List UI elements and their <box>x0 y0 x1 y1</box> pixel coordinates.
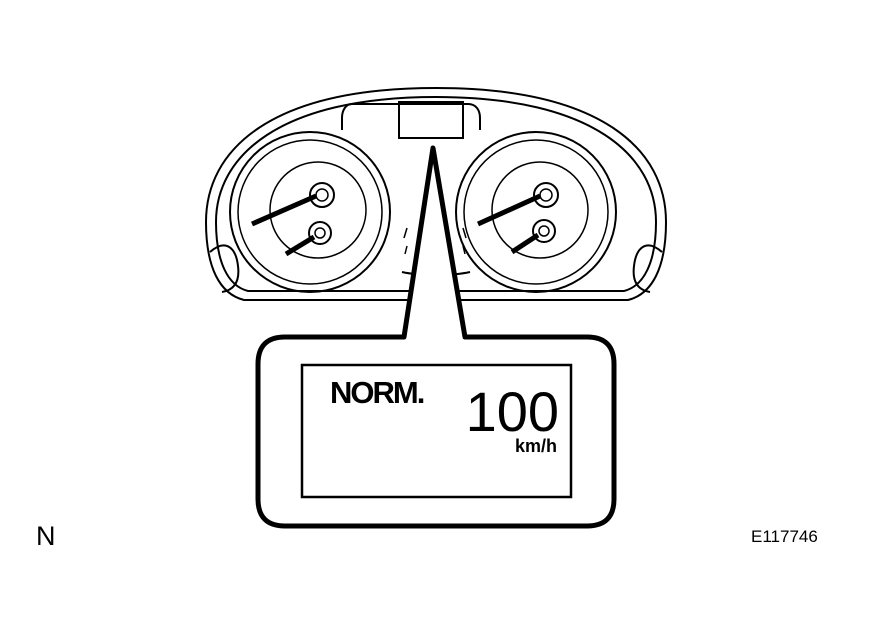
callout-frame <box>255 145 617 529</box>
speed-unit: km/h <box>515 436 557 456</box>
left-main-needle <box>250 182 335 227</box>
enlarged-display: NORM. 100 km/h <box>300 363 573 499</box>
cluster-display-window <box>398 101 464 139</box>
left-gauge <box>229 131 391 293</box>
figure-id-label: E117746 <box>751 527 818 546</box>
display-screen-border <box>300 363 573 499</box>
right-gauge <box>455 131 617 293</box>
right-sub-needle <box>510 219 556 255</box>
mode-label: NORM. <box>330 375 424 410</box>
right-main-needle <box>476 182 559 227</box>
speed-value: 100 <box>466 380 559 443</box>
left-sub-needle <box>284 221 332 257</box>
corner-letter-label: N <box>36 521 56 551</box>
cluster-housing <box>204 86 668 301</box>
